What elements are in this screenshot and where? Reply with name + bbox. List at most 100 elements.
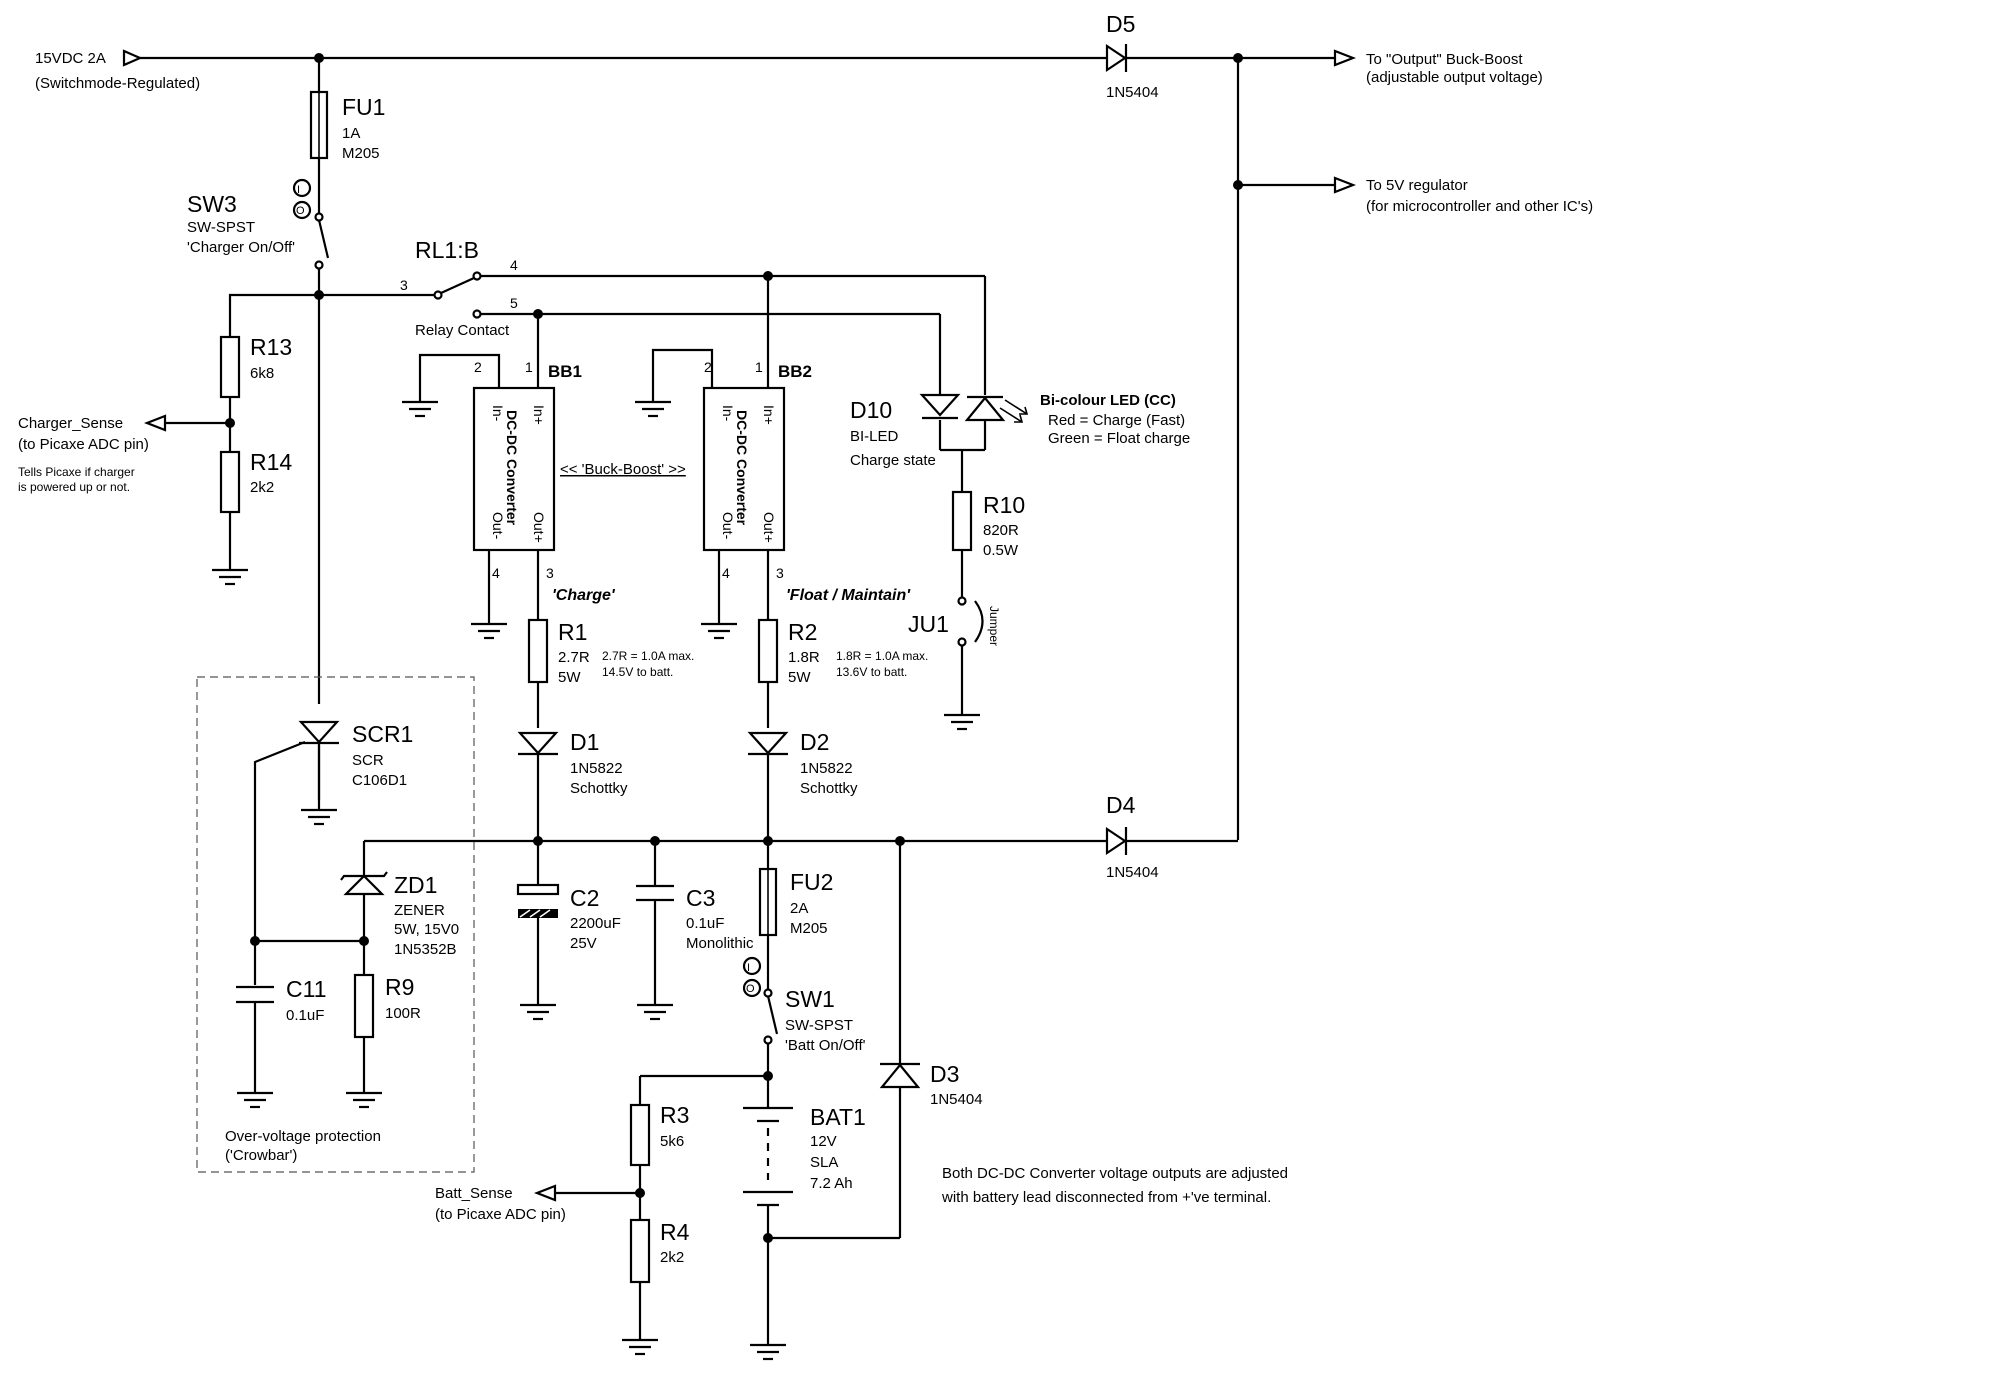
resistor-r10: R10 820R 0.5W	[951, 490, 1025, 559]
c3-type: Monolithic	[686, 935, 754, 952]
jumper-ju1: JU1 Jumper	[908, 596, 1001, 647]
bb2-pin1: 1	[755, 359, 763, 375]
bb1-pin4: 4	[492, 565, 500, 581]
sw3-desc: 'Charger On/Off'	[187, 239, 295, 256]
bb1-in-minus: In-	[490, 405, 506, 422]
c3-ref: C3	[686, 885, 715, 911]
r1-note-1: 2.7R = 1.0A max.	[602, 649, 694, 663]
d10-note-red: Red = Charge (Fast)	[1048, 412, 1185, 429]
bb2-ref: BB2	[778, 362, 812, 381]
bb1-out-minus: Out-	[490, 512, 506, 540]
r14-value: 2k2	[250, 479, 274, 496]
ju1-label: Jumper	[987, 606, 1001, 646]
resistor-r13: R13 6k8	[219, 334, 292, 399]
fu2-rating: 2A	[790, 900, 808, 917]
bb2-body-label: DC-DC Converter	[734, 410, 750, 526]
led-d10: D10 BI-LED Charge state Bi-colour LED (C…	[850, 392, 1190, 469]
charger-sense-note-1: Tells Picaxe if charger	[18, 465, 135, 479]
svg-text:I: I	[297, 184, 300, 196]
ground-symbol	[518, 993, 558, 1021]
bb1-body-label: DC-DC Converter	[504, 410, 520, 526]
charger-sense-note-2: is powered up or not.	[18, 480, 130, 494]
scr1-ref: SCR1	[352, 721, 413, 747]
c2-voltage: 25V	[570, 935, 597, 952]
d2-type: Schottky	[800, 780, 858, 797]
footnote-line-1: Both DC-DC Converter voltage outputs are…	[942, 1165, 1288, 1182]
zener-zd1: ZD1 ZENER 5W, 15V0 1N5352B	[340, 871, 459, 958]
bat1-type: SLA	[810, 1154, 838, 1171]
r13-ref: R13	[250, 334, 292, 360]
diode-d4: D4 1N5404	[1105, 792, 1159, 881]
bb2-pin3: 3	[776, 565, 784, 581]
d1-ref: D1	[570, 729, 599, 755]
batt-sense-desc: (to Picaxe ADC pin)	[435, 1206, 566, 1223]
charger-sense-desc: (to Picaxe ADC pin)	[18, 436, 149, 453]
battery-bat1: BAT1 12V SLA 7.2 Ah	[743, 1104, 866, 1207]
d5-ref: D5	[1106, 11, 1135, 37]
scr1-part: C106D1	[352, 772, 407, 789]
output-buckboost-desc: (adjustable output voltage)	[1366, 69, 1543, 86]
r10-value: 820R	[983, 522, 1019, 539]
bb2-caption: 'Float / Maintain'	[786, 587, 911, 604]
r1-value: 2.7R	[558, 649, 590, 666]
r2-value: 1.8R	[788, 649, 820, 666]
d10-ref: D10	[850, 397, 892, 423]
d10-title: Bi-colour LED (CC)	[1040, 392, 1176, 409]
r1-ref: R1	[558, 619, 587, 645]
bb1-pin3: 3	[546, 565, 554, 581]
ground-symbol	[469, 612, 509, 640]
r10-power: 0.5W	[983, 542, 1019, 559]
r9-ref: R9	[385, 974, 414, 1000]
c11-value: 0.1uF	[286, 1007, 324, 1024]
fu2-ref: FU2	[790, 869, 833, 895]
capacitor-c2: C2 2200uF 25V	[516, 883, 621, 952]
d2-part: 1N5822	[800, 760, 853, 777]
svg-text:O: O	[296, 205, 305, 217]
d4-part: 1N5404	[1106, 864, 1159, 881]
r10-ref: R10	[983, 492, 1025, 518]
r2-power: 5W	[788, 669, 811, 686]
svg-text:I: I	[747, 962, 750, 974]
resistor-r4: R4 2k2	[629, 1218, 690, 1284]
sw1-desc: 'Batt On/Off'	[785, 1037, 866, 1054]
r9-value: 100R	[385, 1005, 421, 1022]
fuse-fu2: FU2 2A M205	[758, 867, 833, 937]
charger-sense-label: Charger_Sense	[18, 415, 123, 432]
d10-note-green: Green = Float charge	[1048, 430, 1190, 447]
d1-type: Schottky	[570, 780, 628, 797]
batt-sense-label: Batt_Sense	[435, 1185, 513, 1202]
bb2-in-plus: In+	[761, 405, 777, 425]
r4-ref: R4	[660, 1219, 690, 1245]
crowbar-section: Over-voltage protection ('Crowbar')	[196, 676, 475, 1173]
diode-d3: D3 1N5404	[879, 1061, 983, 1108]
r2-ref: R2	[788, 619, 817, 645]
bat1-voltage: 12V	[810, 1133, 837, 1150]
ground-symbol	[699, 612, 739, 640]
diode-d1: D1 1N5822 Schottky	[517, 729, 628, 797]
rl1-pin4: 4	[510, 257, 518, 273]
zd1-rating: 5W, 15V0	[394, 921, 459, 938]
r1-power: 5W	[558, 669, 581, 686]
crowbar-label-1: Over-voltage protection	[225, 1128, 381, 1145]
r1-note-2: 14.5V to batt.	[602, 665, 673, 679]
d10-desc: Charge state	[850, 452, 936, 469]
bb1-caption: 'Charge'	[552, 587, 616, 604]
d1-part: 1N5822	[570, 760, 623, 777]
r14-ref: R14	[250, 449, 292, 475]
switch-sw3: I O SW3 SW-SPST 'Charger On/Off'	[187, 178, 330, 270]
bb2-in-minus: In-	[720, 405, 736, 422]
switch-sw1: I O SW1 SW-SPST 'Batt On/Off'	[742, 956, 866, 1054]
resistor-r2: R2 1.8R 5W 1.8R = 1.0A max. 13.6V to bat…	[757, 618, 928, 686]
rl1-pin5: 5	[510, 295, 518, 311]
sw3-ref: SW3	[187, 191, 237, 217]
input-port: 15VDC 2A (Switchmode-Regulated)	[35, 49, 200, 92]
zd1-ref: ZD1	[394, 872, 437, 898]
zd1-part: 1N5352B	[394, 941, 457, 958]
capacitor-c3: C3 0.1uF Monolithic	[636, 884, 754, 952]
output-5v-label: To 5V regulator	[1366, 177, 1468, 194]
resistor-r14: R14 2k2	[219, 449, 292, 514]
bb2-pin2: 2	[704, 359, 712, 375]
ground-symbol	[620, 1328, 660, 1356]
sw1-ref: SW1	[785, 986, 835, 1012]
bb2-out-minus: Out-	[720, 512, 736, 540]
